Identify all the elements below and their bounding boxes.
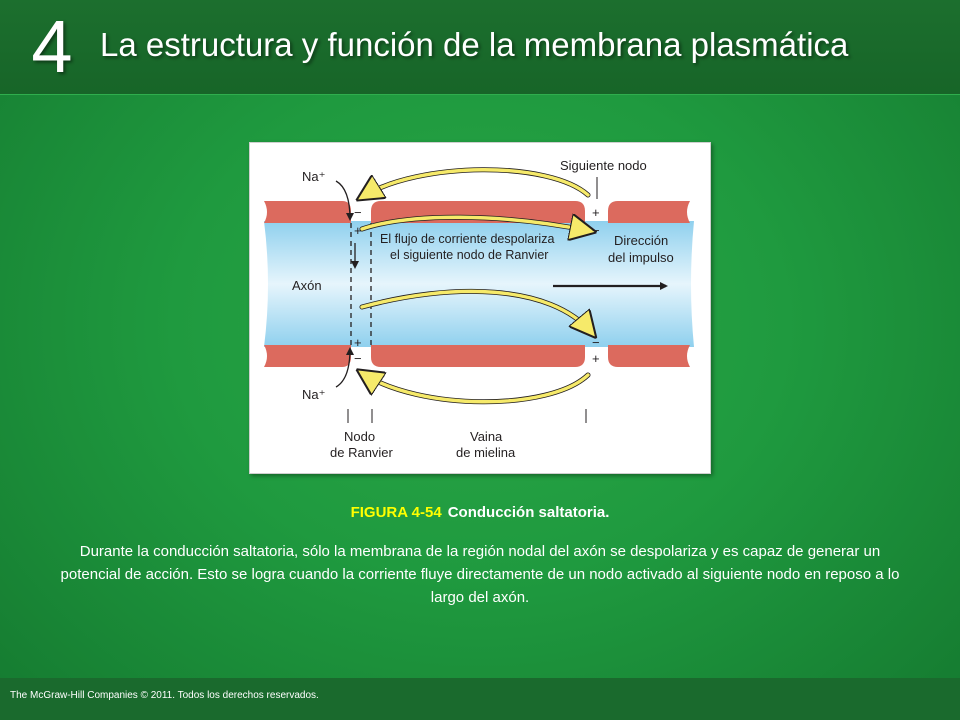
current-arrow-inner-top-fill bbox=[360, 217, 590, 231]
membrane-bottom-left bbox=[264, 345, 351, 367]
charge-minus-top-node: − bbox=[354, 205, 362, 220]
current-flow-label-line1: El flujo de corriente despolariza bbox=[380, 232, 554, 246]
next-node-label: Siguiente nodo bbox=[560, 158, 647, 173]
membrane-bottom-right bbox=[608, 345, 690, 367]
caption-text: Conducción saltatoria. bbox=[447, 504, 610, 521]
saltatory-conduction-diagram: Na⁺ Na⁺ Siguiente nodo Axón El flujo de … bbox=[264, 158, 694, 460]
axon-label: Axón bbox=[292, 278, 322, 293]
charge-minus-bottom-node: − bbox=[354, 351, 362, 366]
slide-title: La estructura y función de la membrana p… bbox=[100, 26, 849, 63]
na-influx-arrow-top bbox=[335, 180, 354, 221]
membrane-top-right bbox=[608, 201, 690, 223]
chapter-number: 4 bbox=[31, 5, 73, 88]
charge-plus-top-next: + bbox=[592, 205, 600, 220]
myelin-sheath-bottom bbox=[371, 345, 585, 367]
caption-label: FIGURA 4-54 bbox=[350, 504, 442, 521]
membrane-top-left bbox=[264, 201, 351, 223]
charge-minus-top-next: − bbox=[592, 223, 600, 238]
copyright-notice: The McGraw-Hill Companies © 2011. Todos … bbox=[10, 690, 319, 701]
direction-label-line2: del impulso bbox=[608, 250, 674, 265]
figure-caption: FIGURA 4-54 Conducción saltatoria. bbox=[0, 502, 960, 524]
na-influx-arrow-bottom bbox=[335, 347, 354, 388]
figure-saltatory-conduction: Na⁺ Na⁺ Siguiente nodo Axón El flujo de … bbox=[249, 142, 711, 474]
node-label-line1: Nodo bbox=[344, 429, 375, 444]
slide-header: 4 La estructura y función de la membrana… bbox=[0, 0, 960, 95]
current-arrow-outer-bottom-fill bbox=[362, 373, 590, 404]
current-flow-label-line2: el siguiente nodo de Ranvier bbox=[390, 248, 548, 262]
sheath-label-line1: Vaina bbox=[470, 429, 503, 444]
node-label-line2: de Ranvier bbox=[330, 445, 394, 460]
charge-plus-bottom-next: + bbox=[592, 351, 600, 366]
charge-minus-bottom-next: − bbox=[592, 335, 600, 350]
slide-footer bbox=[0, 678, 960, 720]
current-arrow-outer-top-fill bbox=[362, 168, 590, 197]
charge-plus-top-node: + bbox=[354, 223, 362, 238]
current-arrow-inner-bottom-fill bbox=[360, 289, 592, 333]
na-label-top: Na⁺ bbox=[302, 169, 325, 184]
direction-label-line1: Dirección bbox=[614, 233, 668, 248]
na-label-bottom: Na⁺ bbox=[302, 387, 325, 402]
figure-description: Durante la conducción saltatoria, sólo l… bbox=[60, 543, 900, 606]
charge-plus-bottom-node: + bbox=[354, 335, 362, 350]
sheath-label-line2: de mielina bbox=[456, 445, 516, 460]
